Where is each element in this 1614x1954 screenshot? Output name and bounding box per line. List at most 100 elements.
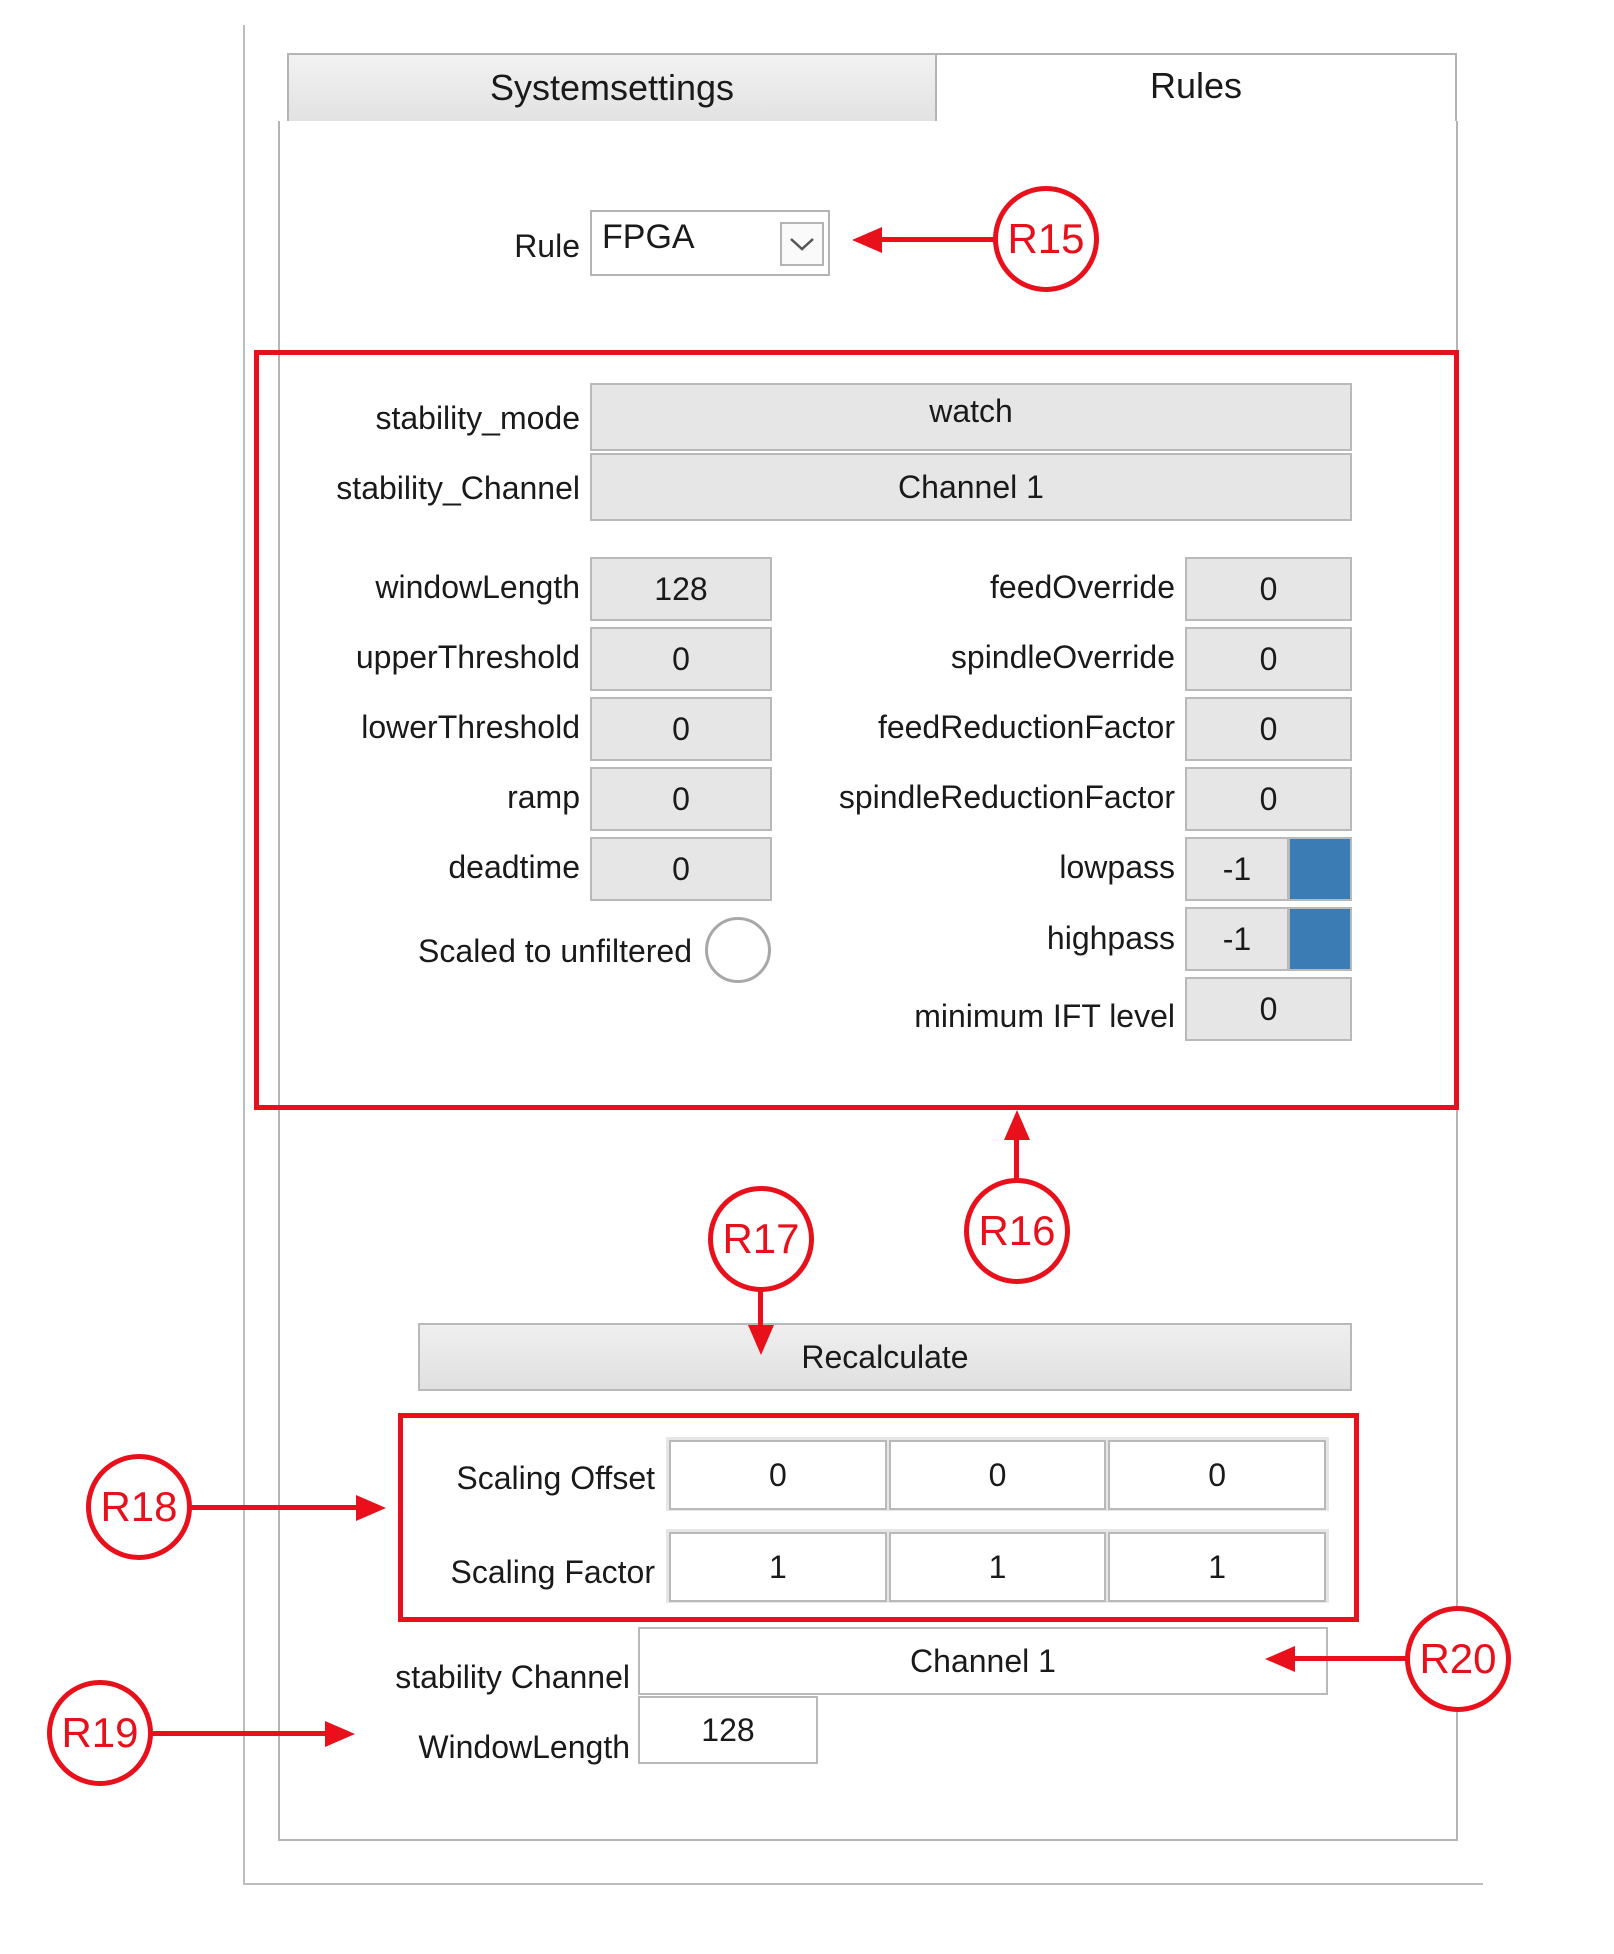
param-label: windowLength: [375, 569, 580, 605]
param-label: deadtime: [448, 849, 580, 885]
callout-r17-arrow-line: [758, 1290, 763, 1330]
callout-r19-arrowhead: [325, 1721, 355, 1747]
callout-label: R20: [1419, 1635, 1497, 1682]
bottom-windowlength-label: WindowLength: [418, 1729, 630, 1765]
param-value: 0: [1259, 570, 1278, 607]
callout-label: R16: [978, 1207, 1056, 1254]
param-value: 0: [1259, 990, 1278, 1027]
chevron-down-icon: [790, 238, 814, 251]
rule-dropdown-value: FPGA: [602, 218, 695, 256]
callout-label: R19: [61, 1709, 139, 1756]
param-value: 0: [672, 640, 690, 677]
stability-channel-label: stability_Channel: [336, 470, 580, 506]
scaling-offset-cell[interactable]: 0: [669, 1440, 887, 1510]
param-value: 0: [1259, 780, 1278, 817]
bottom-windowlength-value: 128: [701, 1711, 755, 1748]
param-input-feedreductionfactor[interactable]: 0: [1185, 697, 1352, 761]
stability-channel-button[interactable]: Channel 1: [590, 453, 1352, 521]
callout-r19-arrow-line: [150, 1731, 340, 1736]
param-label: highpass: [1046, 920, 1175, 956]
callout-r18: R18: [86, 1454, 192, 1560]
stability-channel-value: Channel 1: [898, 468, 1044, 505]
callout-r16: R16: [964, 1178, 1070, 1284]
scaling-offset-cell[interactable]: 0: [1108, 1440, 1327, 1510]
param-input-minimum-ift-level[interactable]: 0: [1185, 977, 1352, 1041]
param-label: feedReductionFactor: [877, 709, 1175, 745]
callout-r18-arrow-line: [190, 1505, 370, 1510]
param-input-spindlereductionfactor[interactable]: 0: [1185, 767, 1352, 831]
tab-rules[interactable]: Rules: [935, 53, 1457, 123]
tab-systemsettings-label: Systemsettings: [489, 67, 735, 108]
rule-dropdown-button[interactable]: [780, 222, 824, 266]
param-label: upperThreshold: [355, 639, 580, 675]
param-label: lowpass: [1059, 849, 1175, 885]
tab-systemsettings[interactable]: Systemsettings: [287, 53, 937, 123]
callout-r15-arrowhead: [852, 227, 882, 253]
callout-r20: R20: [1405, 1606, 1511, 1712]
scaled-to-unfiltered-label: Scaled to unfiltered: [418, 933, 692, 969]
cell-value: 1: [768, 1548, 787, 1585]
param-value: -1: [1222, 920, 1252, 957]
recalculate-label: Recalculate: [801, 1338, 969, 1375]
param-value: 128: [654, 570, 708, 607]
cell-value: 0: [988, 1456, 1007, 1493]
cell-value: 1: [1208, 1548, 1227, 1585]
param-value: 0: [1259, 710, 1278, 747]
callout-r15: R15: [993, 186, 1099, 292]
param-value: 0: [672, 780, 690, 817]
scaling-offset-cell[interactable]: 0: [888, 1440, 1107, 1510]
callout-r16-arrowhead: [1004, 1110, 1030, 1140]
cell-value: 0: [768, 1456, 787, 1493]
cell-value: 1: [988, 1548, 1007, 1585]
bottom-windowlength-input[interactable]: 128: [638, 1696, 818, 1764]
scaled-to-unfiltered-toggle[interactable]: [705, 917, 771, 983]
recalculate-button[interactable]: Recalculate: [418, 1323, 1352, 1391]
param-input-windowlength[interactable]: 128: [590, 557, 772, 621]
callout-r16-arrow-line: [1014, 1130, 1019, 1180]
param-input-upperthreshold[interactable]: 0: [590, 627, 772, 691]
scaling-factor-row: 1 1 1: [666, 1529, 1329, 1603]
param-input-lowpass[interactable]: -1: [1185, 837, 1289, 901]
scaling-factor-cell[interactable]: 1: [669, 1532, 887, 1602]
param-value: 0: [1259, 640, 1278, 677]
callout-r15-arrow-line: [870, 237, 995, 242]
scaling-factor-label: Scaling Factor: [450, 1554, 655, 1590]
callout-r19: R19: [47, 1680, 153, 1786]
param-label: minimum IFT level: [914, 998, 1175, 1034]
callout-label: R17: [722, 1215, 800, 1262]
bottom-stability-channel-field[interactable]: Channel 1: [638, 1627, 1328, 1695]
callout-r20-arrowhead: [1265, 1646, 1295, 1672]
bottom-stability-channel-label: stability Channel: [395, 1659, 630, 1695]
rule-dropdown[interactable]: FPGA: [590, 210, 830, 276]
lowpass-color-swatch[interactable]: [1288, 837, 1352, 901]
callout-r17-arrowhead: [748, 1325, 774, 1355]
scaling-factor-cell[interactable]: 1: [1108, 1532, 1327, 1602]
tab-rules-label: Rules: [1149, 65, 1243, 106]
cell-value: 0: [1208, 1456, 1227, 1493]
param-label: spindleOverride: [950, 639, 1175, 675]
stability-mode-label: stability_mode: [375, 400, 580, 436]
param-input-lowerthreshold[interactable]: 0: [590, 697, 772, 761]
scaling-offset-label: Scaling Offset: [456, 1460, 655, 1496]
callout-r17: R17: [708, 1186, 814, 1292]
highpass-color-swatch[interactable]: [1288, 907, 1352, 971]
param-value: 0: [672, 850, 690, 887]
callout-r20-arrow-line: [1290, 1656, 1408, 1661]
scaling-highlight: [398, 1413, 1359, 1622]
param-label: ramp: [507, 779, 580, 815]
param-input-highpass[interactable]: -1: [1185, 907, 1289, 971]
param-input-deadtime[interactable]: 0: [590, 837, 772, 901]
callout-r18-arrowhead: [356, 1495, 386, 1521]
param-value: 0: [672, 710, 690, 747]
stability-mode-button[interactable]: watch: [590, 383, 1352, 451]
stability-settings-highlight: [254, 350, 1459, 1110]
scaling-factor-cell[interactable]: 1: [888, 1532, 1107, 1602]
param-input-ramp[interactable]: 0: [590, 767, 772, 831]
param-input-feedoverride[interactable]: 0: [1185, 557, 1352, 621]
param-label: spindleReductionFactor: [838, 779, 1175, 815]
window-left-border: [243, 25, 245, 1885]
param-input-spindleoverride[interactable]: 0: [1185, 627, 1352, 691]
rule-label: Rule: [514, 228, 580, 264]
callout-label: R18: [100, 1483, 178, 1530]
param-value: -1: [1222, 850, 1252, 887]
